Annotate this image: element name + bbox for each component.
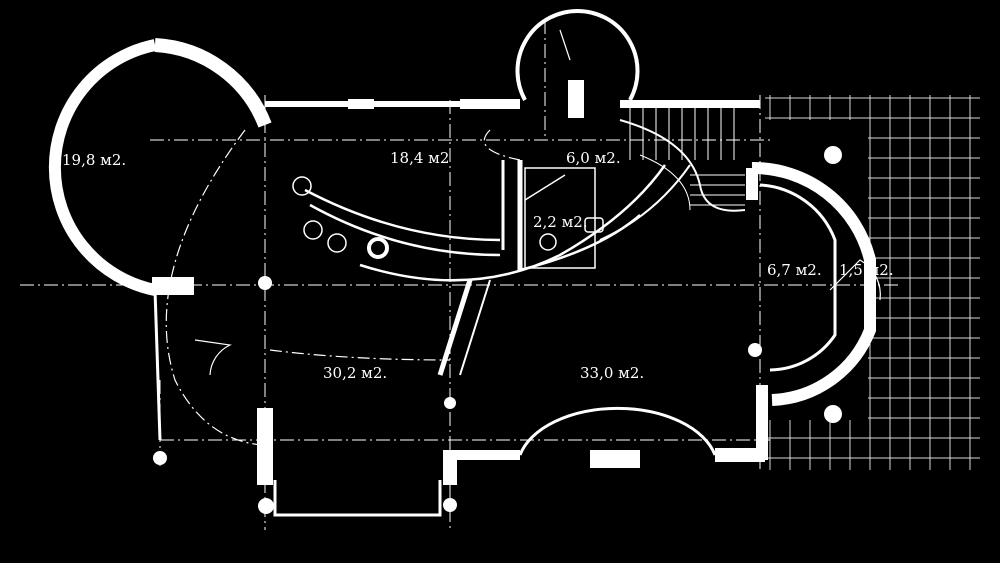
walls <box>48 9 876 517</box>
column-icon <box>824 405 842 423</box>
stair-round-wall <box>515 9 640 101</box>
columns <box>153 146 842 514</box>
terrace-grid <box>765 95 980 470</box>
room-label-bathroom: 2,2 м2. <box>533 213 588 231</box>
curved-partitions <box>304 164 667 376</box>
column-icon <box>258 498 274 514</box>
column-icon <box>824 146 842 164</box>
column-icon <box>258 276 272 290</box>
room-label-dining: 18,4 м2 <box>390 149 449 167</box>
column-icon <box>444 397 456 409</box>
right-bay-wall <box>751 161 876 406</box>
column-icon <box>748 343 762 357</box>
room-label-living-left: 30,2 м2. <box>323 364 387 382</box>
sink-icon <box>584 217 604 233</box>
door-swing-icon <box>194 29 881 376</box>
column-icon <box>153 451 167 465</box>
wall-blocks <box>152 80 640 468</box>
room-label-hall: 6,0 м2. <box>566 149 621 167</box>
stair-icon <box>599 108 746 241</box>
room-label-living-right: 33,0 м2. <box>580 364 644 382</box>
bathroom-fixtures <box>524 167 604 269</box>
furniture-circles <box>292 176 389 259</box>
column-icon <box>443 498 457 512</box>
room-label-porch: 1,5 м2. <box>839 261 894 279</box>
room-labels: 19,8 м2. 18,4 м2 6,0 м2. 2,2 м2. 30,2 м2… <box>62 149 894 382</box>
toilet-icon <box>539 233 557 251</box>
room-label-left-round: 19,8 м2. <box>62 151 126 169</box>
left-round-wall <box>48 39 157 296</box>
room-label-bay: 6,7 м2. <box>767 261 822 279</box>
dash-curves <box>165 129 521 446</box>
